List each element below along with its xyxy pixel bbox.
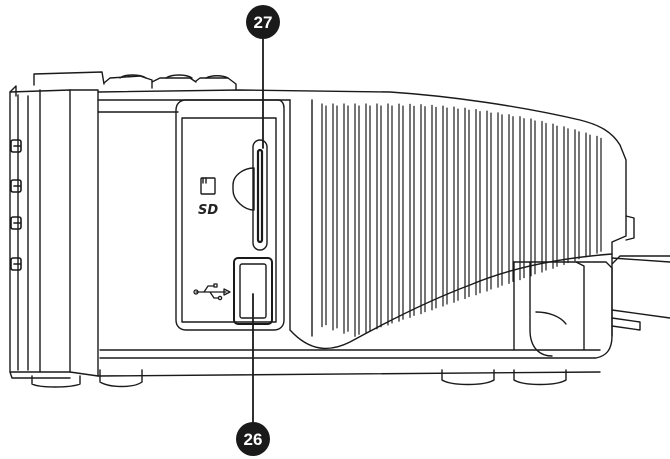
callout-27: 27	[246, 5, 280, 39]
sd-card-slot[interactable]	[253, 140, 267, 250]
side-panel-buttons	[11, 140, 21, 270]
callout-26: 26	[236, 422, 270, 456]
left-side-panel	[10, 86, 98, 378]
sd-logo-text: SD	[198, 203, 218, 218]
callout-26-label: 26	[244, 430, 263, 449]
port-door	[176, 100, 284, 330]
cooling-fins	[322, 104, 601, 336]
usb-icon	[194, 284, 230, 300]
top-controls	[34, 72, 236, 90]
callout-27-label: 27	[254, 13, 273, 32]
right-connector	[514, 256, 670, 356]
